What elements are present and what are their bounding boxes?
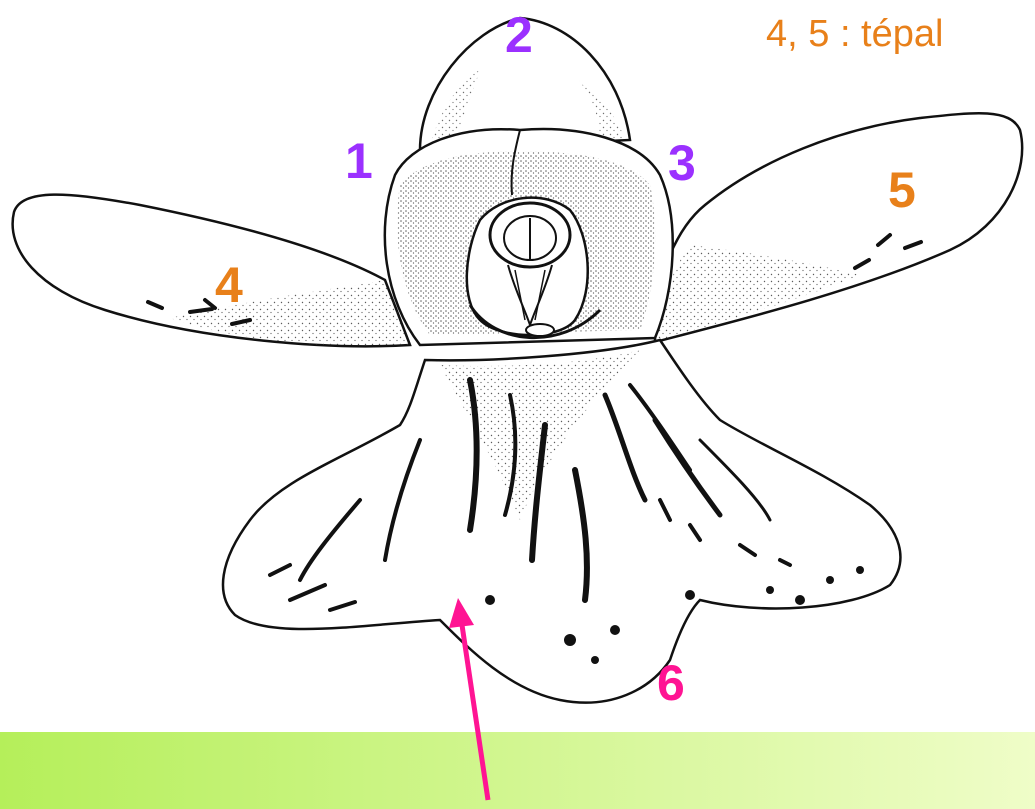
green-band [0, 732, 1035, 809]
label-2: 2 [505, 7, 533, 63]
label-5: 5 [888, 162, 916, 218]
label-6: 6 [657, 655, 685, 711]
labellum [223, 340, 900, 703]
label-1: 1 [345, 133, 373, 189]
caption-tepal: 4, 5 : tépal [766, 13, 943, 55]
petal-left [13, 195, 410, 347]
petal-right [655, 113, 1022, 342]
label-3: 3 [668, 135, 696, 191]
label-4: 4 [215, 257, 243, 313]
